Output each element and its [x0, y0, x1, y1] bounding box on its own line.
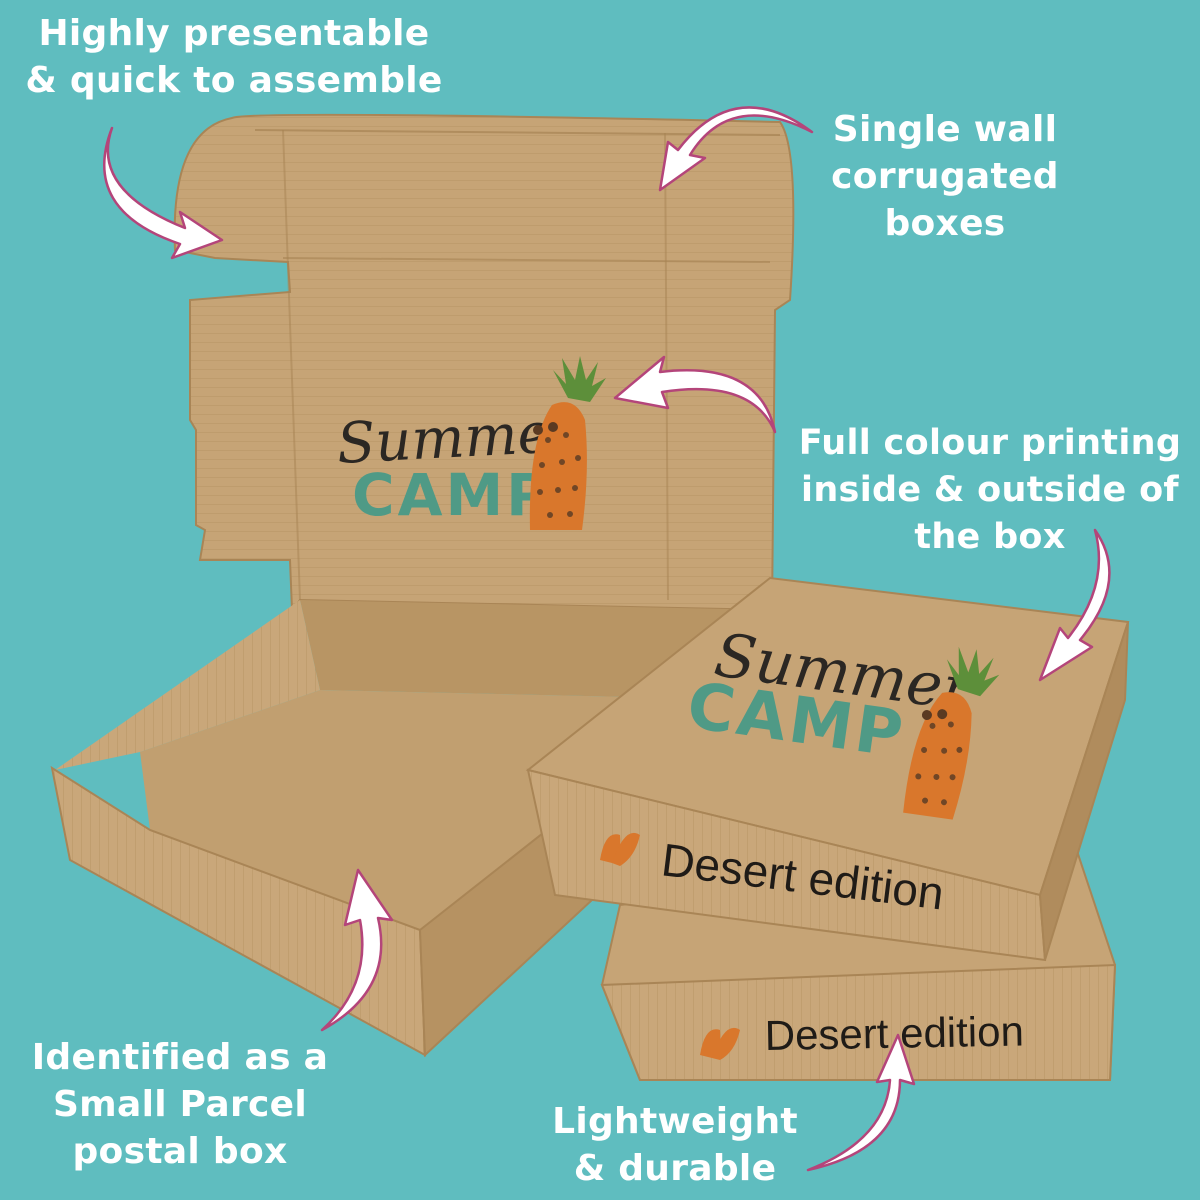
arrow-full-colour-icon [613, 355, 777, 434]
arrow-top-box-icon [1038, 528, 1111, 682]
callout-presentable: Highly presentable & quick to assemble [14, 10, 454, 104]
callout-lightweight-line1: Lightweight [552, 1101, 798, 1142]
closed-box-top: Summer CAMP Desert edition [525, 576, 1130, 962]
lid-pineapple-icon [529, 356, 606, 530]
callout-small-parcel-line3: postal box [72, 1131, 288, 1172]
callout-single-wall-line1: Single wall [832, 109, 1058, 150]
callout-full-colour-line2: inside & outside of [801, 470, 1179, 510]
callout-lightweight-line2: & durable [573, 1148, 777, 1189]
callout-full-colour: Full colour printing inside & outside of… [770, 420, 1200, 561]
top-box-pineapple-icon [903, 646, 1000, 820]
bottom-box-leaf-icon [700, 1027, 740, 1060]
callout-full-colour-line3: the box [914, 517, 1066, 557]
open-box-lid [173, 113, 795, 613]
top-box-leaf-icon [600, 832, 640, 866]
lid-logo-caps: CAMP [352, 461, 552, 529]
arrow-single-wall-icon [658, 106, 814, 192]
callout-small-parcel-line1: Identified as a [31, 1037, 329, 1078]
callout-presentable-line1: Highly presentable [38, 13, 430, 54]
callout-small-parcel-line2: Small Parcel [52, 1084, 308, 1125]
callout-small-parcel: Identified as a Small Parcel postal box [20, 1034, 340, 1175]
callout-full-colour-line1: Full colour printing [798, 423, 1182, 463]
arrow-small-parcel-icon [320, 868, 394, 1032]
callout-single-wall: Single wall corrugated boxes [800, 106, 1090, 247]
callout-single-wall-line2: corrugated [831, 156, 1059, 197]
callout-arrows [103, 106, 1111, 1172]
arrow-presentable-icon [103, 126, 224, 260]
arrow-lightweight-icon [806, 1033, 916, 1172]
callout-presentable-line2: & quick to assemble [25, 60, 443, 101]
top-box-logo: Summer CAMP [683, 620, 1000, 820]
open-box: Summer CAMP [50, 113, 795, 1058]
callout-single-wall-line3: boxes [884, 203, 1006, 244]
lid-logo: Summer CAMP [335, 356, 606, 530]
callout-lightweight: Lightweight & durable [530, 1098, 820, 1192]
